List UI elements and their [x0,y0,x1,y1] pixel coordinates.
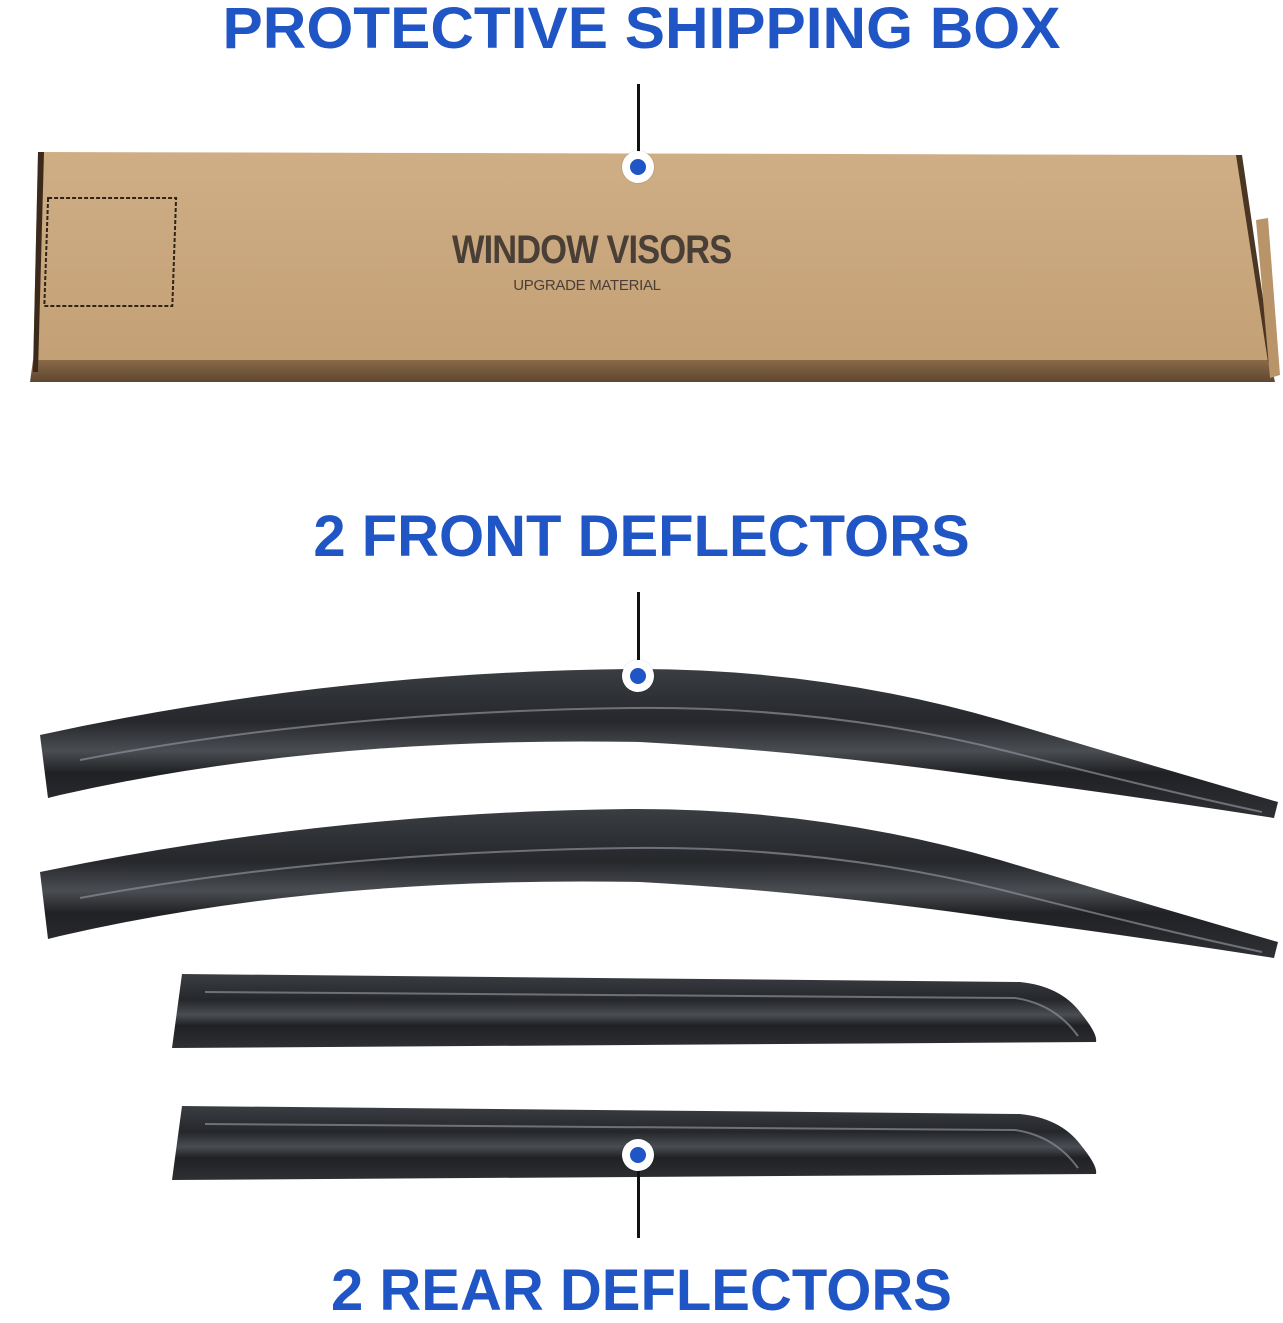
box-print-title: WINDOW VISORS [452,228,732,272]
leader-line-rear [637,1170,640,1238]
front-deflector-1 [40,668,1278,818]
leader-line-front [637,592,640,660]
leader-line-box [637,84,640,152]
rear-marker-dot [622,1139,654,1171]
heading-protective-shipping-box: PROTECTIVE SHIPPING BOX [222,0,1061,61]
rear-deflector-1 [172,974,1097,1048]
front-marker-dot [622,660,654,692]
box-print-subtitle: UPGRADE MATERIAL [513,277,661,294]
box-marker-dot [622,151,654,183]
heading-rear-deflectors: 2 REAR DEFLECTORS [331,1258,952,1323]
heading-front-deflectors: 2 FRONT DEFLECTORS [313,504,970,569]
shipping-box [30,152,1280,382]
front-deflector-2 [40,808,1278,958]
